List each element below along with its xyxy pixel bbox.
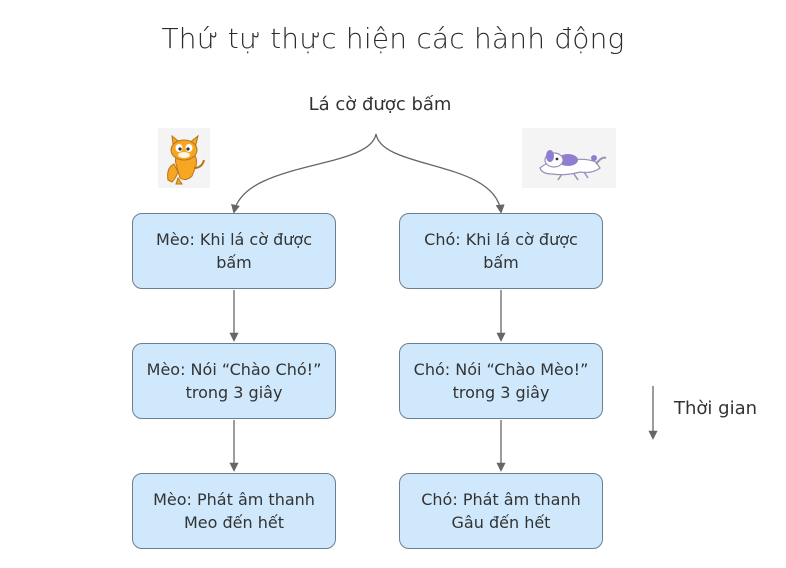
flag-clicked-label: Lá cờ được bấm [308, 94, 452, 115]
scratch-cat-icon [158, 128, 210, 188]
dog-sprite-icon [522, 128, 616, 188]
diagram-title: Thứ tự thực hiện các hành động [161, 22, 625, 55]
branch-to-cat-arrow [231, 133, 377, 214]
dog-step-when-flag-clicked: Chó: Khi lá cờ được bấm [399, 213, 603, 289]
cat-step-play-sound: Mèo: Phát âm thanh Meo đến hết [132, 473, 336, 549]
cat-step-when-flag-clicked: Mèo: Khi lá cờ được bấm [132, 213, 336, 289]
branch-to-dog-arrow [375, 133, 505, 214]
dog-step-say-hello: Chó: Nói “Chào Mèo!” trong 3 giây [399, 343, 603, 419]
cat-step-say-hello: Mèo: Nói “Chào Chó!” trong 3 giây [132, 343, 336, 419]
dog-step-play-sound: Chó: Phát âm thanh Gâu đến hết [399, 473, 603, 549]
time-axis-label: Thời gian [674, 398, 758, 419]
